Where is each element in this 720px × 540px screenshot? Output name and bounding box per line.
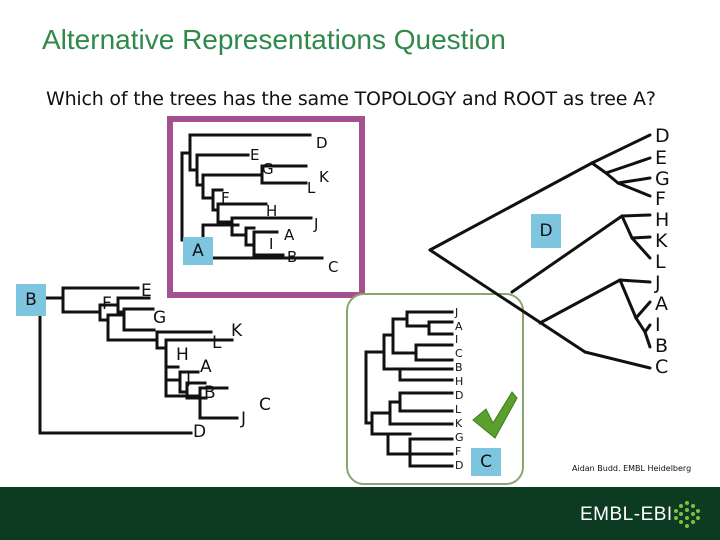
tree-b-leaf-h: H xyxy=(176,345,189,365)
checkmark-icon xyxy=(472,391,518,439)
tree-c-leaf-b: B xyxy=(455,361,463,374)
tree-a-leaf-h: H xyxy=(266,202,277,220)
tree-c-leaf-h: H xyxy=(455,375,463,388)
tree-b-leaf-g: G xyxy=(153,308,166,328)
tree-a-leaf-a: A xyxy=(284,226,295,244)
tree-c-leaf-c: C xyxy=(455,347,463,360)
tree-d xyxy=(428,133,652,370)
tree-b-leaf-b: B xyxy=(204,383,216,403)
tree-a-leaf-l: L xyxy=(307,179,316,197)
tree-c-tag: C xyxy=(471,448,501,476)
tree-b-leaf-l: L xyxy=(212,333,222,353)
tree-b-leaf-f: F xyxy=(102,294,112,314)
footer-bar: EMBL-EBI xyxy=(0,487,720,540)
tree-d-leaf-f: F xyxy=(655,188,666,210)
tree-a-tag: A xyxy=(183,237,213,265)
tree-a-leaf-j: J xyxy=(313,215,318,233)
tree-a-leaf-g: G xyxy=(262,160,274,178)
tree-c-leaf-k: K xyxy=(455,417,463,430)
tree-d-leaf-k: K xyxy=(655,230,668,252)
tree-b-leaf-e: E xyxy=(141,281,152,301)
tree-c-leaf-l: L xyxy=(455,403,462,416)
credit-text: Aidan Budd. EMBL Heidelberg xyxy=(572,464,692,473)
tree-a xyxy=(180,133,324,260)
tree-b-leaf-j: J xyxy=(240,409,246,429)
slide-title: Alternative Representations Question xyxy=(42,24,506,55)
tree-d-leaf-i: I xyxy=(655,314,661,336)
tree-b-leaf-i: I xyxy=(186,371,191,391)
tree-a-leaf-d: D xyxy=(316,134,328,152)
tree-d-leaf-c: C xyxy=(655,356,668,378)
tree-a-leaf-b: B xyxy=(287,248,297,266)
tree-c-leaf-j: J xyxy=(454,306,458,319)
tree-d-leaf-e: E xyxy=(655,147,667,169)
tree-b-leaf-d: D xyxy=(193,422,206,442)
tree-c-leaf-i: I xyxy=(455,333,458,346)
tree-a-leaf-i: I xyxy=(269,235,273,253)
tree-d-leaf-g: G xyxy=(655,168,670,190)
tree-a-leaf-c: C xyxy=(328,258,338,276)
question-text: Which of the trees has the same TOPOLOGY… xyxy=(46,88,656,110)
tree-a-leaf-e: E xyxy=(250,146,259,164)
tree-d-leaf-d: D xyxy=(655,125,670,147)
tree-b-leaf-a: A xyxy=(200,357,212,377)
tree-c xyxy=(364,310,454,468)
tree-b-tag: B xyxy=(16,284,46,316)
tree-d-leaf-a: A xyxy=(655,293,668,315)
embl-ebi-logo-icon xyxy=(674,501,700,528)
tree-a-leaf-f: F xyxy=(221,189,230,207)
tree-c-leaf-a: A xyxy=(455,320,463,333)
embl-ebi-logo-text: EMBL-EBI xyxy=(580,504,673,525)
tree-a-leaf-k: K xyxy=(319,168,330,186)
tree-d-leaf-j: J xyxy=(654,272,661,294)
tree-a-panel xyxy=(167,116,365,298)
tree-b-leaf-c: C xyxy=(259,395,271,415)
tree-d-leaf-l: L xyxy=(655,251,666,273)
tree-c-leaf-f: F xyxy=(455,445,461,458)
tree-d-leaf-b: B xyxy=(655,335,668,357)
tree-d-tag: D xyxy=(531,214,561,248)
tree-c-leaf-d: D xyxy=(455,389,463,402)
tree-c-leaf-d-2: D xyxy=(455,459,463,472)
tree-d-leaf-h: H xyxy=(655,209,669,231)
tree-c-leaf-g: G xyxy=(455,431,464,444)
tree-b-leaf-k: K xyxy=(231,321,243,341)
